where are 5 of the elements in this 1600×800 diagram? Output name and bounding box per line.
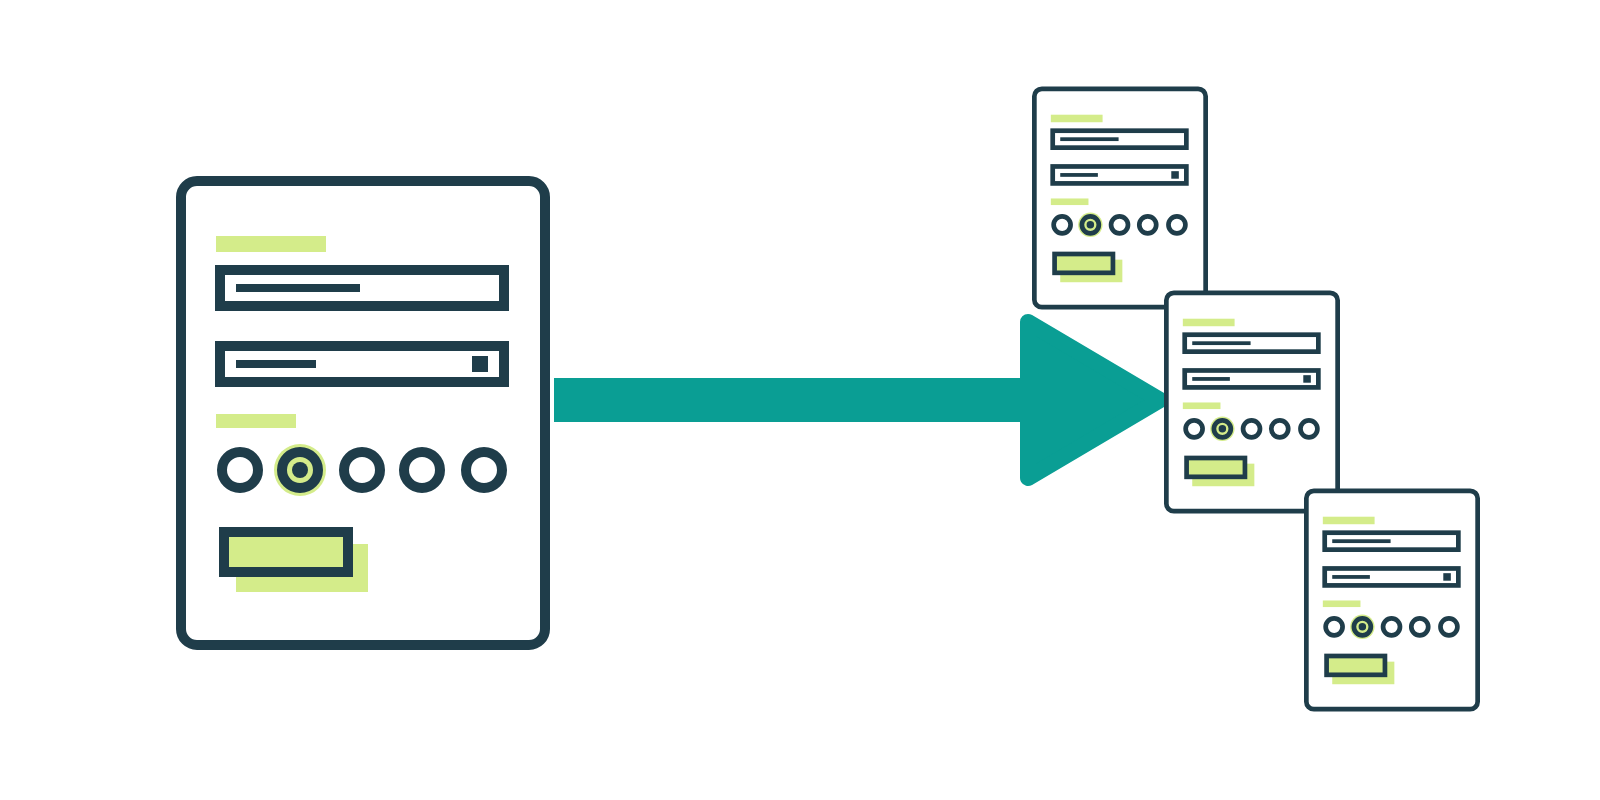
form-drawing [1304,488,1480,712]
form-drawing [1032,86,1208,310]
form-drawing [176,176,550,650]
form-drawing [1164,290,1340,514]
arrow [554,314,1168,486]
